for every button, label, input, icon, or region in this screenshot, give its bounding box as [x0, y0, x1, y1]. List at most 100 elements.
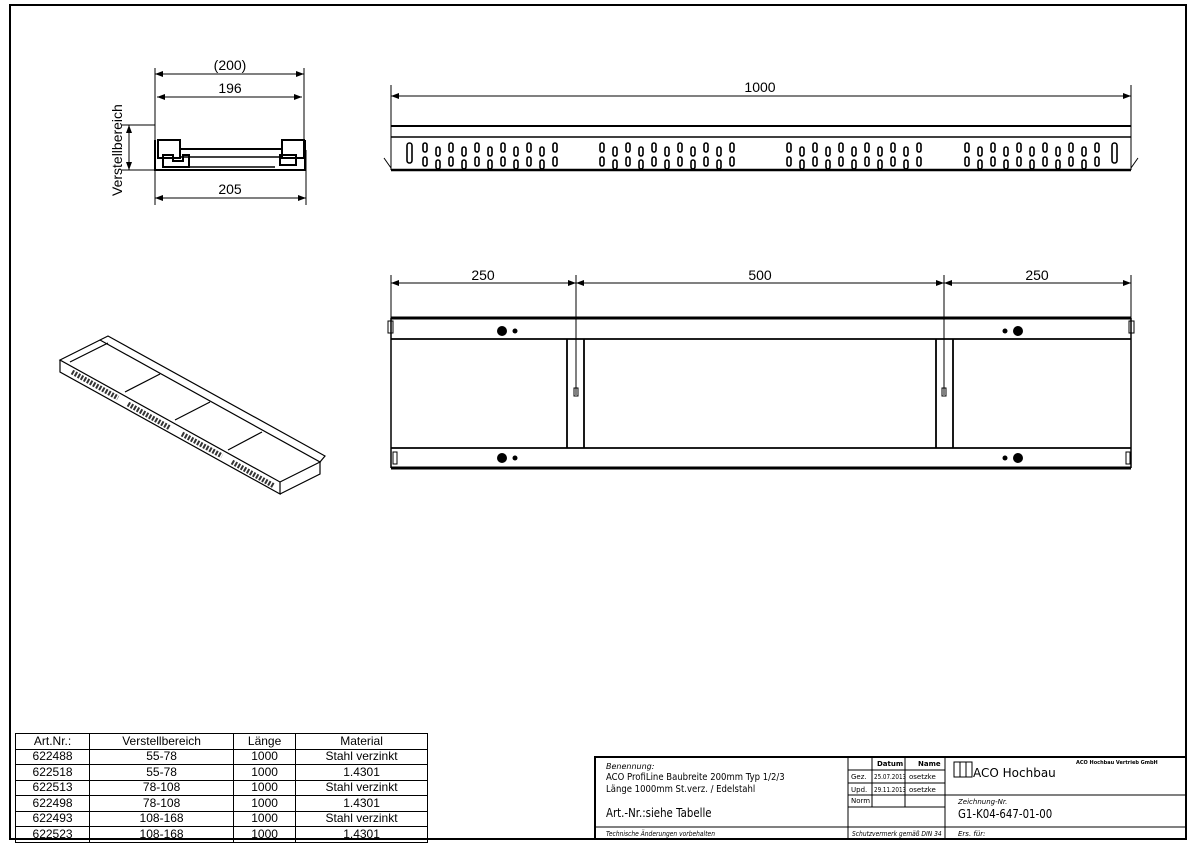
plan-view-holes: [497, 326, 1023, 463]
dim-196-label: 196: [218, 80, 242, 96]
slot-hole: [890, 142, 896, 153]
cell-art-nr: 622498: [14, 795, 91, 812]
slot-hole: [703, 156, 709, 167]
side-view: [383, 85, 1139, 172]
cell-verstellbereich: 78-108: [89, 795, 235, 812]
slot-hole: [990, 142, 996, 153]
slot-hole: [903, 159, 909, 170]
cell-laenge: 1000: [233, 826, 297, 843]
slot-hole: [1081, 159, 1087, 170]
slot-hole: [677, 156, 683, 167]
slot-hole: [599, 156, 605, 167]
plan-view: [387, 275, 1135, 470]
slot-hole: [677, 142, 683, 153]
row-norm: Norm: [851, 797, 871, 805]
slot-hole: [1003, 159, 1009, 170]
benennung-label: Benennung:: [606, 762, 655, 771]
slot-hole: [461, 146, 467, 157]
slot-hole: [1068, 142, 1074, 153]
dim-205-label: 205: [218, 181, 242, 197]
slot-hole: [1068, 156, 1074, 167]
slot-hole: [651, 142, 657, 153]
slot-hole: [651, 156, 657, 167]
upd-datum: 29.11.2013: [874, 786, 907, 794]
cell-material: Stahl verzinkt: [295, 779, 428, 796]
slot-hole: [877, 159, 883, 170]
slot-hole: [625, 156, 631, 167]
slot-hole: [812, 142, 818, 153]
isometric-view: [58, 335, 326, 496]
slot-hole: [716, 159, 722, 170]
header-material: Material: [295, 733, 428, 750]
slot-hole: [690, 146, 696, 157]
slot-hole: [552, 142, 558, 153]
ers-fuer-label: Ers. für:: [958, 830, 986, 838]
cell-verstellbereich: 108-168: [89, 810, 235, 827]
slot-hole: [526, 142, 532, 153]
slot-hole: [690, 159, 696, 170]
slot-hole: [1042, 156, 1048, 167]
zeichnung-nr: G1-K04-647-01-00: [958, 807, 1053, 821]
slot-hole: [435, 159, 441, 170]
dim-500-label: 500: [748, 267, 772, 283]
cell-laenge: 1000: [233, 779, 297, 796]
slot-hole: [1042, 142, 1048, 153]
slot-hole: [539, 146, 545, 157]
end-slot: [1111, 142, 1118, 164]
slot-hole: [513, 146, 519, 157]
company-logo-text: ACO Hochbau: [973, 766, 1056, 780]
dim-200-label: (200): [214, 57, 247, 73]
slot-hole: [964, 156, 970, 167]
zeichnung-label: Zeichnung-Nr.: [958, 798, 1008, 806]
slot-hole: [729, 156, 735, 167]
slot-hole: [664, 159, 670, 170]
slot-hole: [864, 156, 870, 167]
slot-hole: [703, 142, 709, 153]
end-slot: [406, 142, 413, 164]
slot-hole: [1055, 159, 1061, 170]
technical-changes-note: Technische Änderungen vorbehalten: [606, 830, 715, 838]
company-address: ACO Hochbau Vertrieb GmbH: [1076, 760, 1158, 766]
slot-hole: [1094, 156, 1100, 167]
slot-hole: [838, 156, 844, 167]
slot-hole: [638, 146, 644, 157]
table-header-row: Art.Nr.: Verstellbereich Länge Material: [14, 733, 428, 750]
slot-hole: [448, 142, 454, 153]
section-view: [122, 68, 307, 205]
slot-hole: [729, 142, 735, 153]
slot-hole: [851, 159, 857, 170]
header-verstellbereich: Verstellbereich: [89, 733, 235, 750]
slot-hole: [612, 159, 618, 170]
slot-hole: [539, 159, 545, 170]
slot-hole: [487, 146, 493, 157]
header-laenge: Länge: [233, 733, 297, 750]
slot-hole: [990, 156, 996, 167]
slot-hole: [977, 159, 983, 170]
slot-hole: [461, 159, 467, 170]
row-upd: Upd.: [851, 786, 868, 794]
gez-datum: 25.07.2013: [874, 773, 907, 781]
slot-hole: [786, 142, 792, 153]
slot-hole: [1003, 146, 1009, 157]
slot-hole: [599, 142, 605, 153]
cell-art-nr: 622488: [14, 748, 91, 765]
cell-laenge: 1000: [233, 748, 297, 765]
cell-laenge: 1000: [233, 764, 297, 781]
slot-hole: [474, 156, 480, 167]
row-gez: Gez.: [851, 773, 867, 781]
slot-hole: [964, 142, 970, 153]
slot-hole: [435, 146, 441, 157]
sheet-frame: [9, 4, 1187, 840]
slot-hole: [903, 146, 909, 157]
title-block-frame: [594, 756, 1187, 840]
slot-hole: [890, 156, 896, 167]
cell-verstellbereich: 55-78: [89, 764, 235, 781]
slot-hole: [799, 159, 805, 170]
cell-art-nr: 622513: [14, 779, 91, 796]
schutzvermerk: Schutzvermerk gemäß DIN 34: [852, 830, 942, 838]
slot-hole: [916, 142, 922, 153]
slot-hole: [799, 146, 805, 157]
